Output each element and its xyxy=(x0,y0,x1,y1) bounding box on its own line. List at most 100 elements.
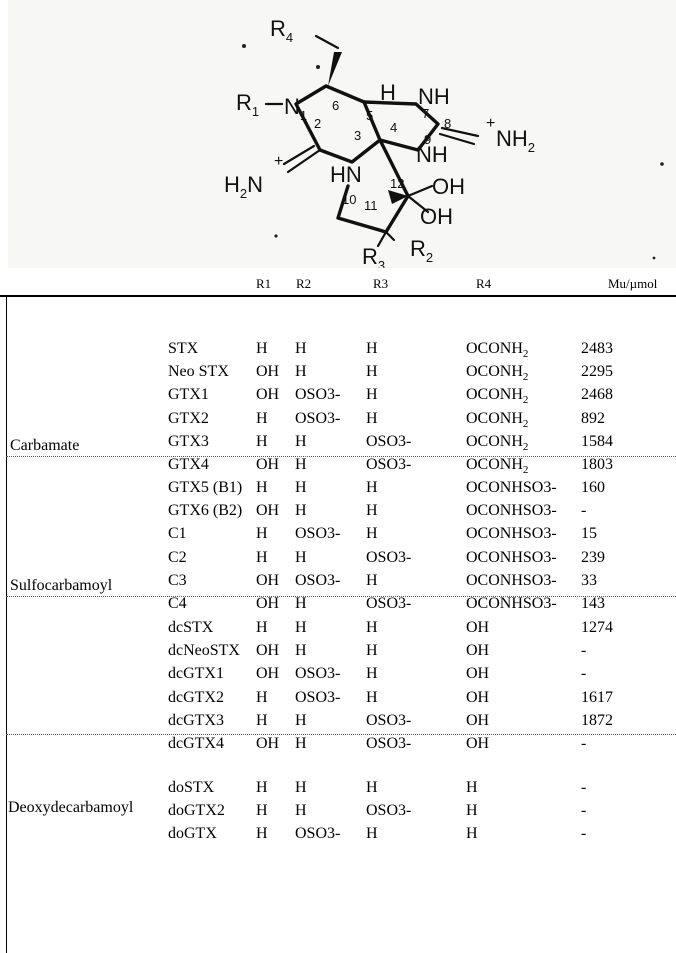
cell-r1: H xyxy=(256,825,268,843)
cell-r2: H xyxy=(295,711,307,729)
cell-r3: H xyxy=(366,525,378,543)
cell-r4: OCONHSO3- xyxy=(466,525,557,543)
nh-top-label: NH xyxy=(418,84,450,109)
cell-mu: 1584 xyxy=(581,432,613,450)
cell-name: doGTX2 xyxy=(168,802,225,820)
cell-name: GTX1 xyxy=(168,386,209,404)
cell-r3: OSO3- xyxy=(366,548,412,566)
cell-mu: - xyxy=(581,642,587,660)
pos-10: 10 xyxy=(342,192,356,207)
cell-r1: H xyxy=(256,802,268,820)
cell-mu: 160 xyxy=(581,479,605,496)
cell-r4: OCONH2 xyxy=(466,363,529,384)
cell-r1: H xyxy=(256,619,268,636)
cell-mu: - xyxy=(581,802,587,820)
cell-r4: OH xyxy=(466,619,490,636)
cell-r2: OSO3- xyxy=(295,409,341,427)
cell-name: dcSTX xyxy=(168,619,214,636)
plus-right-label: + xyxy=(486,115,495,132)
oh-top-label: OH xyxy=(432,174,465,199)
cell-name: C2 xyxy=(168,548,187,566)
cell-name: GTX3 xyxy=(168,432,209,450)
cell-r2: H xyxy=(295,735,307,752)
cell-r3: H xyxy=(366,409,378,427)
oh-bottom-label: OH xyxy=(420,204,453,229)
cell-r2: H xyxy=(295,363,307,381)
cell-r4-subscript: 2 xyxy=(522,394,529,407)
cell-r1: H xyxy=(256,525,268,543)
cell-r1: OH xyxy=(256,571,280,589)
header-r2: R2 xyxy=(296,276,312,291)
table-left-border xyxy=(6,297,7,953)
ring-five-membered xyxy=(362,100,440,152)
cell-r1: H xyxy=(256,779,268,796)
cell-r4: OCONHSO3- xyxy=(466,502,557,520)
header-r3: R3 xyxy=(373,276,389,291)
cell-name: Neo STX xyxy=(168,363,229,381)
guanidine-double-bond-a xyxy=(440,126,480,138)
pos-9: 9 xyxy=(424,132,431,147)
cell-r3: OSO3- xyxy=(366,432,412,450)
cell-mu: 239 xyxy=(581,548,605,566)
cell-r2: OSO3- xyxy=(295,386,341,404)
pos-5: 5 xyxy=(366,108,373,123)
cell-r4-subscript: 2 xyxy=(522,371,529,384)
group-separator xyxy=(6,456,676,457)
structure-svg: R4 N1 R1 H NH NH + NH2 H2N + HN OH OH xyxy=(224,16,664,268)
cell-name: GTX6 (B2) xyxy=(168,502,243,520)
cell-r3: OSO3- xyxy=(366,595,412,612)
cell-name: GTX5 (B1) xyxy=(168,479,243,496)
left-guanidine-double-bond xyxy=(282,144,316,166)
cell-r1: OH xyxy=(256,502,280,520)
nh2-right-label: NH2 xyxy=(496,126,535,155)
plus-left-label: + xyxy=(274,153,283,170)
cell-mu: - xyxy=(581,665,587,683)
r4-wedge-bond xyxy=(328,52,342,86)
cell-r2: OSO3- xyxy=(295,688,341,706)
cell-r1: H xyxy=(256,711,268,729)
cell-name: dcGTX4 xyxy=(168,735,224,752)
nh-bottom-label: NH xyxy=(416,142,448,167)
cell-r3: OSO3- xyxy=(366,735,412,752)
cell-r1: H xyxy=(256,479,268,496)
cell-r4: OCONHSO3- xyxy=(466,571,557,589)
cell-r4: H xyxy=(466,779,478,796)
cell-mu: 2483 xyxy=(581,340,613,357)
cell-r3: H xyxy=(366,571,378,589)
cell-r4: OCONH2 xyxy=(466,456,529,477)
pos-2: 2 xyxy=(314,116,321,131)
cell-r1: OH xyxy=(256,595,280,612)
cell-name: C4 xyxy=(168,595,187,612)
cell-r4: OH xyxy=(466,711,490,729)
cell-mu: - xyxy=(581,502,587,520)
cell-mu: 1617 xyxy=(581,688,613,706)
pos-7: 7 xyxy=(422,106,429,121)
cell-r1: OH xyxy=(256,735,280,752)
cell-r3: H xyxy=(366,665,378,683)
cell-r4: OCONHSO3- xyxy=(466,479,557,496)
group-separator xyxy=(6,596,676,597)
r3-bond xyxy=(376,230,388,248)
header-mu: Mu/µmol xyxy=(608,276,658,291)
cell-r4-subscript: 2 xyxy=(522,417,529,430)
cell-name: dcGTX1 xyxy=(168,665,224,683)
cell-r3: H xyxy=(366,340,378,357)
pos-12: 12 xyxy=(390,176,404,191)
pos-4: 4 xyxy=(390,120,397,135)
guanidine-double-bond-b xyxy=(438,132,476,146)
cell-r4: OCONH2 xyxy=(466,409,529,430)
oh-top-bond xyxy=(406,184,434,198)
cell-name: STX xyxy=(168,340,199,357)
saxitoxin-structure-diagram: R4 N1 R1 H NH NH + NH2 H2N + HN OH OH xyxy=(8,0,676,268)
cell-r2: H xyxy=(295,432,307,450)
c12-wedge xyxy=(388,190,408,204)
cell-name: doGTX xyxy=(168,825,217,843)
cell-mu: 143 xyxy=(581,595,605,612)
